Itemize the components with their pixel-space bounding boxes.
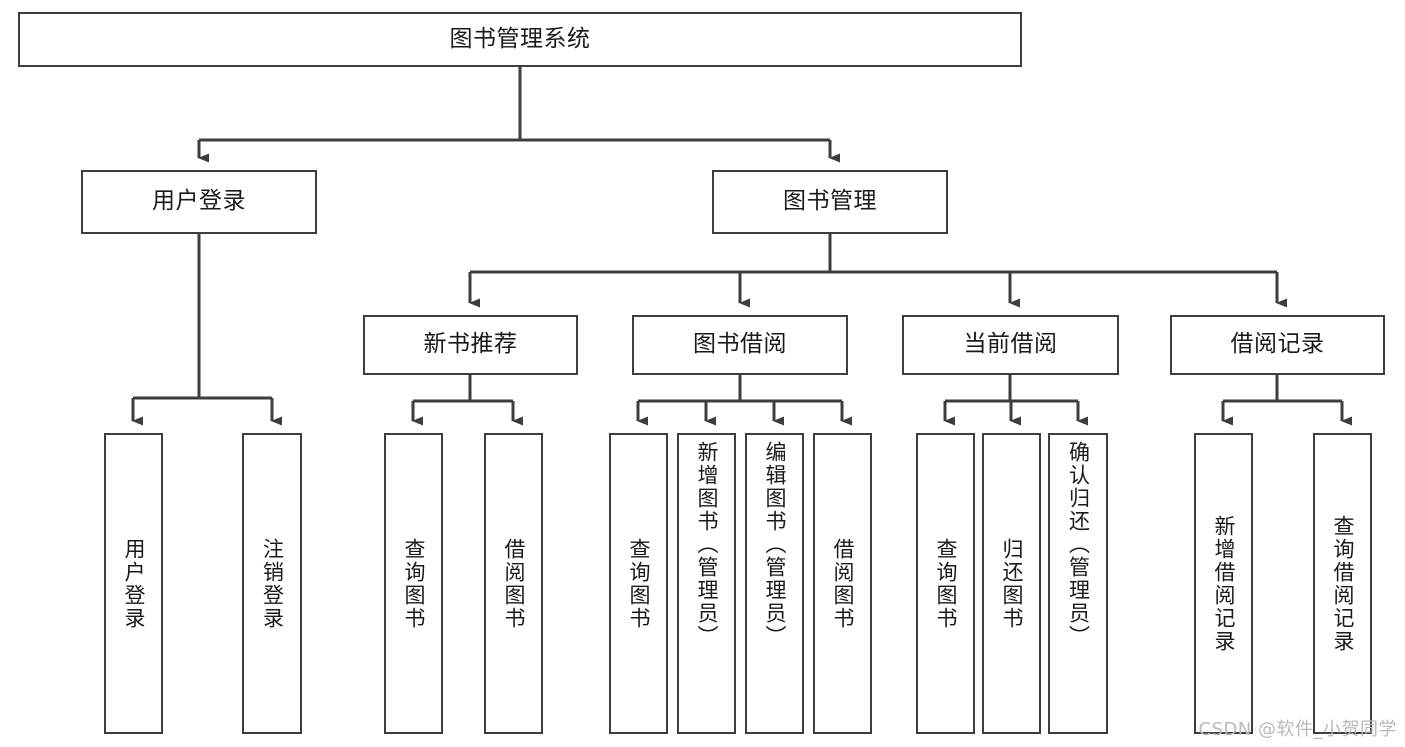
leaf-query-book-borrow-label: 查询图书	[627, 537, 651, 630]
node-book-management[interactable]: 图书管理	[712, 170, 948, 234]
leaf-confirm-return-admin-label: 确认归还（管理员）	[1066, 441, 1091, 648]
node-borrow-record-label: 借阅记录	[1230, 331, 1325, 358]
node-current-borrow[interactable]: 当前借阅	[902, 315, 1119, 375]
leaf-edit-book-admin-label: 编辑图书（管理员）	[763, 441, 787, 648]
node-book-borrow-label: 图书借阅	[693, 331, 787, 358]
leaf-return-book[interactable]: 归还图书	[982, 433, 1041, 734]
leaf-logout-label: 注销登录	[260, 537, 285, 630]
leaf-add-borrow-record-label: 新增借阅记录	[1212, 514, 1236, 653]
leaf-query-book-newbook-label: 查询图书	[402, 537, 426, 630]
leaf-borrow-book-newbook-label: 借阅图书	[502, 537, 526, 630]
leaf-return-book-label: 归还图书	[1000, 537, 1024, 630]
leaf-add-borrow-record[interactable]: 新增借阅记录	[1194, 433, 1253, 734]
leaf-confirm-return-admin[interactable]: 确认归还（管理员）	[1048, 433, 1108, 734]
leaf-add-book-admin[interactable]: 新增图书（管理员）	[677, 433, 736, 734]
leaf-query-borrow-record-label: 查询借阅记录	[1331, 514, 1355, 653]
node-book-management-label: 图书管理	[783, 188, 877, 215]
node-borrow-record[interactable]: 借阅记录	[1170, 315, 1385, 375]
node-new-book-recommend-label: 新书推荐	[423, 331, 518, 358]
leaf-edit-book-admin[interactable]: 编辑图书（管理员）	[745, 433, 804, 734]
leaf-user-login-label: 用户登录	[122, 537, 146, 630]
leaf-lend-book-label: 借阅图书	[831, 537, 855, 630]
leaf-query-book-borrow[interactable]: 查询图书	[609, 433, 668, 734]
leaf-add-book-admin-label: 新增图书（管理员）	[695, 441, 719, 648]
node-user-login-label: 用户登录	[152, 188, 246, 215]
node-book-borrow[interactable]: 图书借阅	[632, 315, 848, 375]
node-root-label: 图书管理系统	[449, 25, 591, 52]
leaf-query-book-current[interactable]: 查询图书	[916, 433, 975, 734]
leaf-query-book-newbook[interactable]: 查询图书	[384, 433, 443, 734]
leaf-query-book-current-label: 查询图书	[934, 537, 958, 630]
watermark-text: CSDN @软件_小贺同学	[1198, 719, 1397, 740]
node-user-login[interactable]: 用户登录	[81, 170, 317, 234]
leaf-lend-book[interactable]: 借阅图书	[813, 433, 872, 734]
node-current-borrow-label: 当前借阅	[963, 331, 1058, 358]
leaf-user-login[interactable]: 用户登录	[104, 433, 163, 734]
leaf-borrow-book-newbook[interactable]: 借阅图书	[484, 433, 543, 734]
node-new-book-recommend[interactable]: 新书推荐	[363, 315, 578, 375]
leaf-logout[interactable]: 注销登录	[242, 433, 302, 734]
node-root[interactable]: 图书管理系统	[18, 12, 1022, 67]
leaf-query-borrow-record[interactable]: 查询借阅记录	[1313, 433, 1372, 734]
